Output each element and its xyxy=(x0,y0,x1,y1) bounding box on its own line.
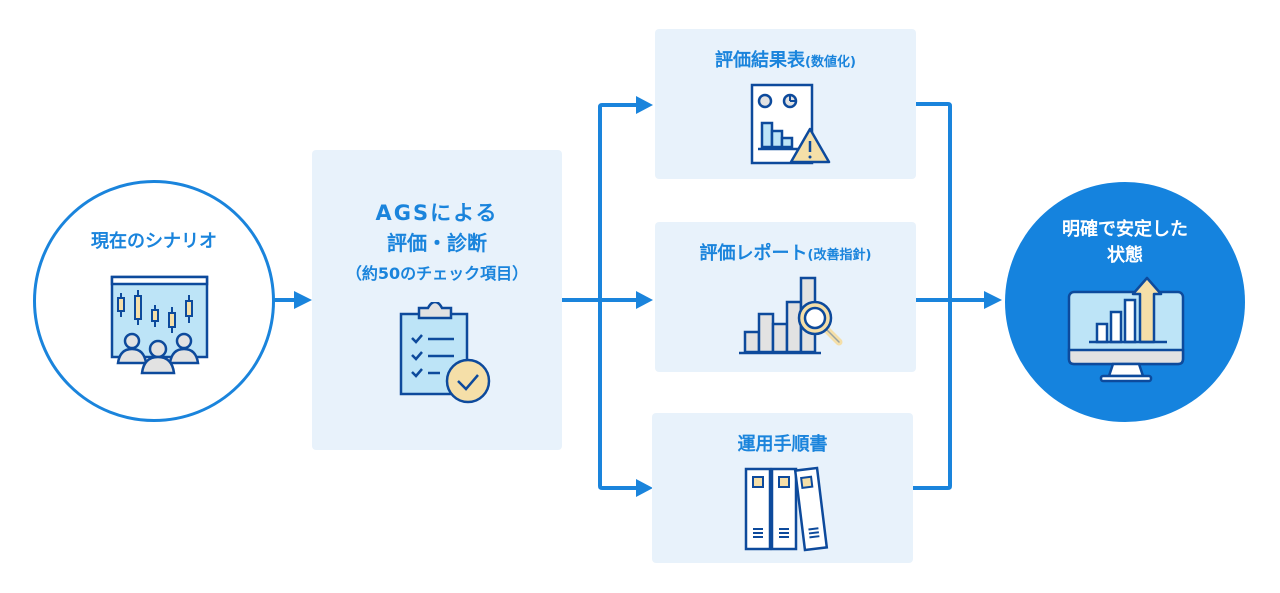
output-2-label: 評価レポート xyxy=(699,243,808,264)
connector-branch-split xyxy=(598,103,640,490)
start-node: 現在のシナリオ xyxy=(33,180,275,422)
assessment-subtitle: （約50のチェック項目） xyxy=(345,264,529,283)
end-label-line2: 状態 xyxy=(1107,245,1143,266)
output-1-paren: (数値化) xyxy=(805,55,856,70)
output-3-title: 運用手順書 xyxy=(652,430,913,456)
arrowhead-to-end xyxy=(984,291,1002,309)
output-2-title: 評価レポート(改善指針) xyxy=(655,239,916,265)
candlestick-chart-with-audience-icon xyxy=(110,275,209,375)
output-node-results-table: 評価結果表(数値化) xyxy=(655,29,916,179)
output-3-label: 運用手順書 xyxy=(737,434,828,455)
output-1-label: 評価結果表 xyxy=(715,50,806,71)
output-1-title: 評価結果表(数値化) xyxy=(655,46,916,72)
arrowhead-to-output-3 xyxy=(636,479,653,497)
monitor-rising-chart-icon xyxy=(1067,276,1185,383)
binders-icon xyxy=(744,466,829,552)
clipboard-checklist-icon xyxy=(399,302,491,404)
arrowhead-to-output-2 xyxy=(636,291,653,309)
assessment-title-line1: AGSによる xyxy=(375,201,499,225)
bar-chart-magnifier-icon xyxy=(739,276,843,355)
assessment-node: AGSによる 評価・診断 （約50のチェック項目） xyxy=(312,150,562,450)
output-2-paren: (改善指針) xyxy=(807,248,872,263)
arrowhead-to-assessment xyxy=(294,291,312,309)
connector-branch-merge xyxy=(913,102,952,490)
assessment-title-line2: 評価・診断 xyxy=(387,231,487,255)
output-node-operation-manual: 運用手順書 xyxy=(652,413,913,563)
end-node: 明確で安定した 状態 xyxy=(1005,182,1245,422)
end-label-line1: 明確で安定した xyxy=(1062,219,1188,240)
report-sheet-warning-icon xyxy=(750,83,831,165)
output-node-evaluation-report: 評価レポート(改善指針) xyxy=(655,222,916,372)
start-label: 現在のシナリオ xyxy=(91,231,217,252)
arrowhead-to-output-1 xyxy=(636,96,653,114)
